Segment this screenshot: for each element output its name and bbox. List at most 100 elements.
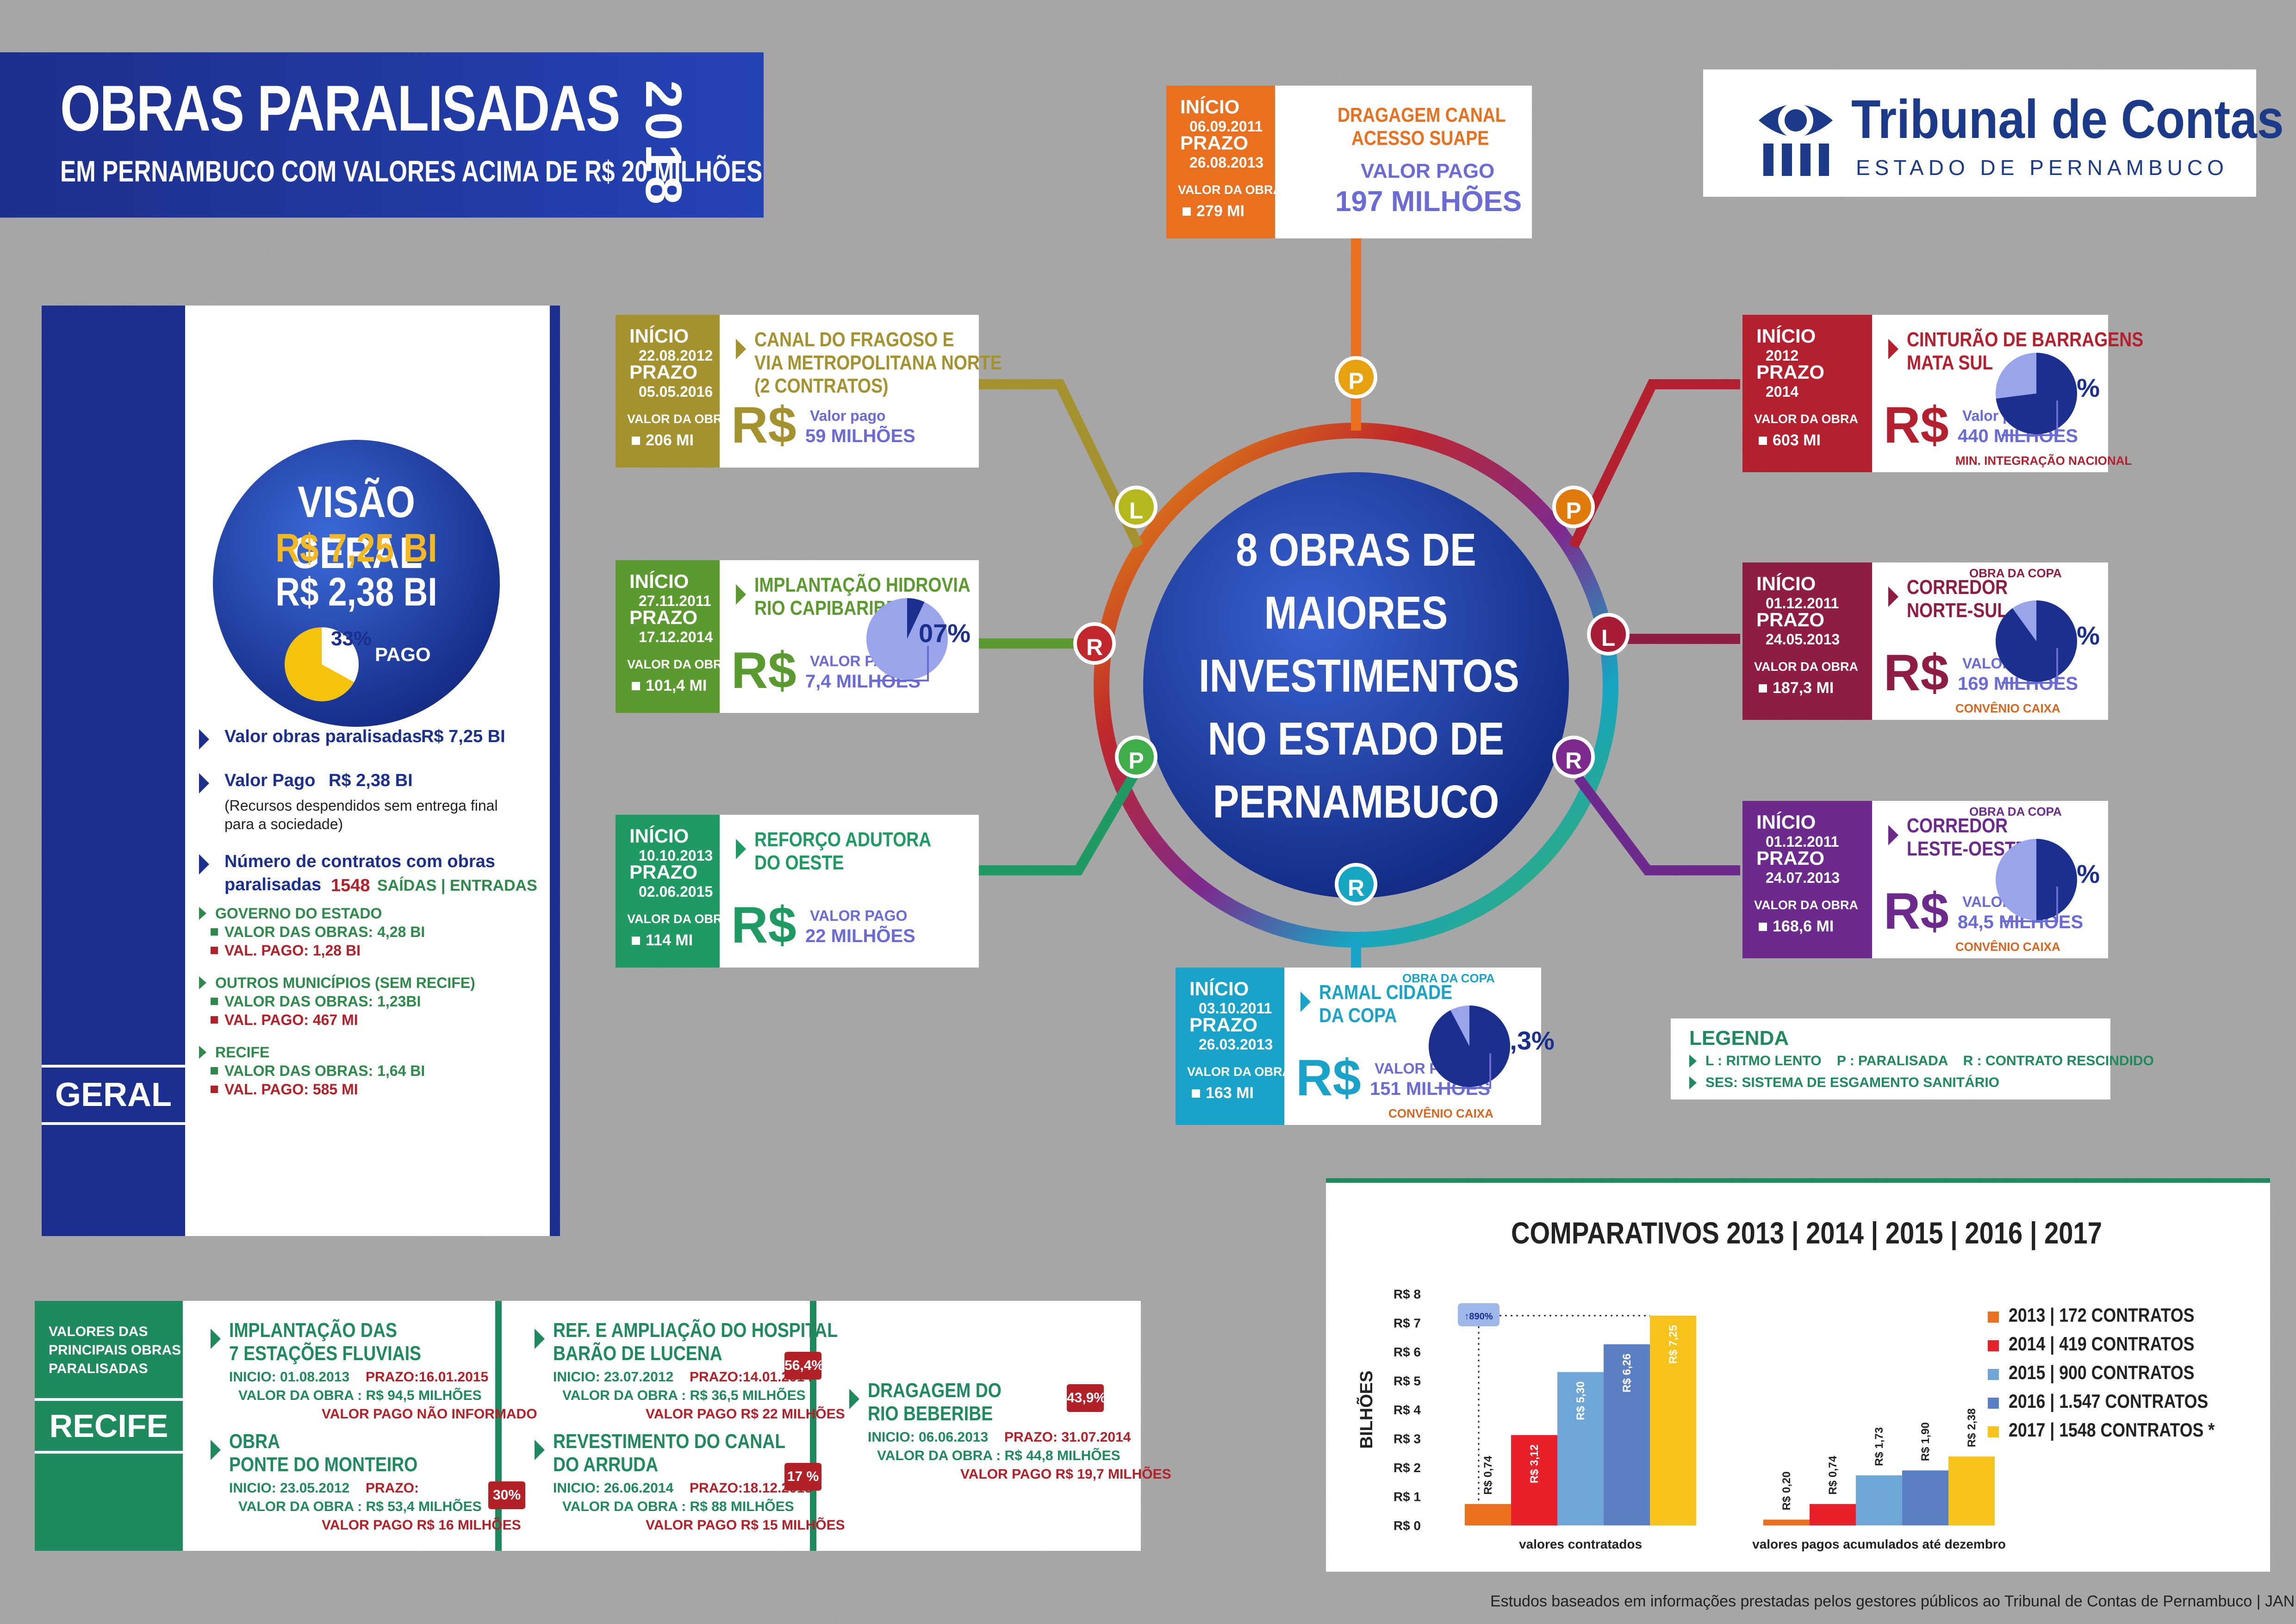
prazo-label: PRAZO — [629, 361, 697, 383]
prazo-label: PRAZO — [629, 861, 697, 883]
work-title: CORREDOR — [1907, 814, 2008, 837]
inicio-date: 03.10.2011 — [1199, 1000, 1272, 1017]
valor-obra: 163 MI — [1206, 1084, 1254, 1102]
data-label: R$ 5,30 — [1574, 1381, 1587, 1420]
prazo-date: 26.03.2013 — [1199, 1036, 1273, 1053]
currency-icon: R$ — [731, 897, 796, 954]
recife-item-title: OBRA — [229, 1430, 280, 1453]
page-title: OBRAS PARALISADAS — [60, 72, 621, 144]
progress-pie — [866, 598, 948, 681]
recife-item-value: VALOR DA OBRA : R$ 36,5 MILHÕES — [562, 1388, 806, 1403]
recife-panel: VALORES DAS PRINCIPAIS OBRAS PARALISADAS… — [35, 1301, 1171, 1551]
legend-entry: 2017 | 1548 CONTRATOS * — [2009, 1419, 2215, 1441]
valor-pago-value: 59 MILHÕES — [805, 426, 915, 446]
valor-obra: 279 MI — [1196, 202, 1244, 220]
pie-paid-slice — [2036, 839, 2077, 920]
inicio-label: INÍCIO — [629, 325, 689, 347]
contracts-tail: SAÍDAS | ENTRADAS — [377, 877, 537, 894]
inicio-label: INÍCIO — [629, 570, 689, 592]
square-icon — [1182, 207, 1191, 216]
recife-item-title: IMPLANTAÇÃO DAS — [229, 1319, 397, 1342]
annotation-label: ↑890% — [1464, 1312, 1493, 1322]
group-obras: VALOR DAS OBRAS: 1,64 BI — [224, 1062, 425, 1079]
group-pago: VAL. PAGO: 1,28 BI — [224, 942, 361, 959]
bullet-icon — [199, 907, 206, 920]
arrow-icon — [736, 339, 746, 359]
bullet-icon — [1689, 1076, 1697, 1089]
recife-item-paid: VALOR PAGO R$ 16 MILHÕES — [322, 1518, 521, 1533]
recife-item-title: REF. E AMPLIAÇÃO DO HOSPITAL — [553, 1319, 838, 1342]
pie-frame — [2002, 400, 2058, 436]
recife-item-start: INICIO: 26.06.2014 — [553, 1480, 681, 1496]
page-year: 2018 — [635, 80, 692, 208]
data-label: R$ 2,38 — [1966, 1408, 1978, 1447]
progress-pie — [1996, 600, 2077, 684]
valor-obra: 101,4 MI — [646, 677, 707, 694]
recife-separator — [495, 1301, 502, 1551]
pie-frame — [872, 646, 929, 681]
chart-plot: R$ 0R$ 1R$ 2R$ 3R$ 4R$ 5R$ 6R$ 7R$ 8BILH… — [1356, 1287, 2215, 1551]
recife-tag-main: RECIFE — [35, 1398, 183, 1454]
comparison-chart: COMPARATIVOS 2013 | 2014 | 2015 | 2016 |… — [1326, 1178, 2270, 1572]
legend-title: LEGENDA — [1689, 1027, 1789, 1049]
inicio-label: INÍCIO — [629, 825, 689, 847]
valor-pago-value: R$ 2,38 BI — [329, 771, 413, 790]
arrow-icon — [1300, 992, 1311, 1012]
recife-tag-2: PRINCIPAIS OBRAS — [49, 1343, 181, 1358]
square-icon — [632, 937, 640, 945]
recife-item-deadline: PRAZO: 31.07.2014 — [1004, 1430, 1131, 1445]
valor-label: VALOR DA OBRA — [1754, 412, 1858, 426]
recife-item-title: DRAGAGEM DO — [868, 1379, 1002, 1402]
valor-label: VALOR DA OBRA — [1178, 183, 1282, 197]
y-tick-label: R$ 7 — [1394, 1316, 1421, 1330]
square-icon — [1759, 437, 1767, 445]
valor-obras-value: R$ 7,25 BI — [421, 727, 505, 746]
currency-icon: R$ — [731, 397, 796, 454]
prazo-label: PRAZO — [1756, 361, 1824, 383]
status-badge: L — [1587, 613, 1630, 656]
inicio-date: 10.10.2013 — [639, 847, 713, 864]
bar — [1902, 1470, 1948, 1525]
legend-entry: 2015 | 900 CONTRATOS — [2009, 1362, 2194, 1383]
recife-item-paid: VALOR PAGO R$ 15 MILHÕES — [646, 1518, 845, 1533]
overview-circle: VISÃO GERAL R$ 7,25 BI R$ 2,38 BI 33% PA… — [213, 440, 500, 727]
prazo-date: 2014 — [1766, 383, 1799, 400]
arrow-icon — [736, 839, 746, 859]
footer-note: Estudos baseados em informações prestada… — [1490, 1593, 2296, 1610]
y-tick-label: R$ 1 — [1394, 1490, 1421, 1504]
inicio-date: 01.12.2011 — [1766, 595, 1839, 612]
recife-tag-3: PARALISADAS — [49, 1361, 148, 1376]
square-icon — [211, 1086, 218, 1093]
bar — [1604, 1344, 1650, 1525]
group-pago: VAL. PAGO: 585 MI — [224, 1081, 358, 1098]
arrow-icon — [535, 1440, 545, 1460]
bar — [1465, 1504, 1511, 1525]
status-badge: P — [1552, 486, 1595, 528]
pie-frame — [1435, 1053, 1491, 1089]
prazo-date: 26.08.2013 — [1189, 154, 1264, 171]
recife-item-title-2: 7 ESTAÇÕES FLUVIAIS — [229, 1342, 421, 1365]
prazo-date: 24.05.2013 — [1766, 631, 1840, 648]
data-label: R$ 6,26 — [1621, 1354, 1633, 1393]
status-badge: P — [1335, 356, 1377, 399]
valor-label: VALOR DA OBRA — [627, 912, 731, 926]
valor-label: VALOR DA OBRA — [1754, 660, 1858, 674]
note-top: OBRA DA COPA — [1969, 566, 2062, 580]
x-group-label: valores contratados — [1519, 1537, 1642, 1551]
inicio-date: 06.09.2011 — [1189, 118, 1263, 135]
connector-adutora — [977, 756, 1148, 875]
valor-pago-label: VALOR PAGO — [810, 907, 908, 924]
inicio-label: INÍCIO — [1180, 96, 1240, 118]
legend-line-2: SES: SISTEMA DE ESGAMENTO SANITÁRIO — [1705, 1075, 2000, 1090]
work-title-2: DO OESTE — [754, 851, 844, 874]
group-obras: VALOR DAS OBRAS: 4,28 BI — [224, 924, 425, 940]
valor-label: VALOR DA OBRA — [627, 657, 731, 671]
y-tick-label: R$ 5 — [1394, 1374, 1421, 1388]
logo: Tribunal de Contas ESTADO DE PERNAMBUCO — [1703, 69, 2284, 197]
arrow-icon — [1888, 339, 1898, 359]
recife-item-title-2: BARÃO DE LUCENA — [553, 1342, 722, 1365]
legend-entry: 2016 | 1.547 CONTRATOS — [2009, 1391, 2208, 1412]
legend-entry: 2014 | 419 CONTRATOS — [2009, 1333, 2194, 1355]
